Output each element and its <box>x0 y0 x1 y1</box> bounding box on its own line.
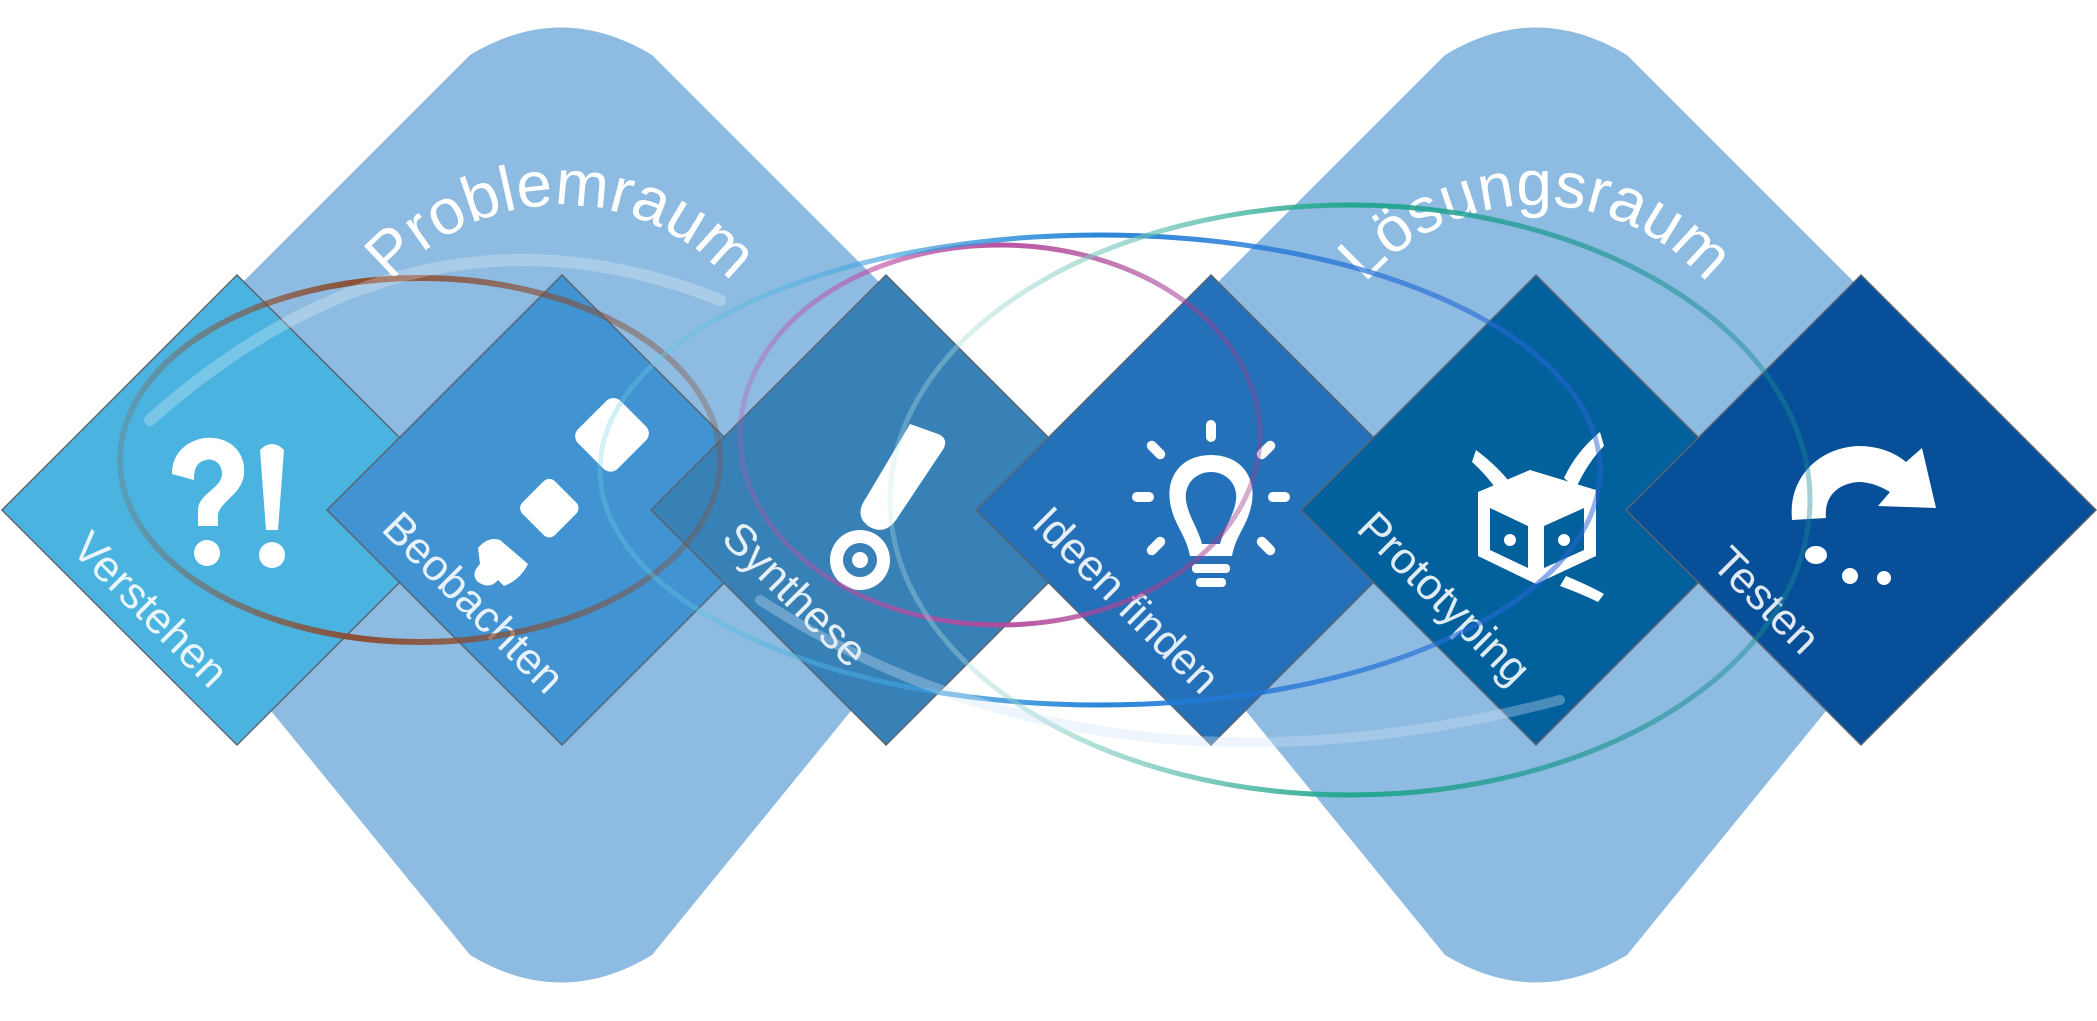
step-diamond-ideen-finden <box>974 273 1448 747</box>
question-exclamation-icon <box>172 437 285 568</box>
loop-synthese-ideen <box>737 242 1263 628</box>
binoculars-icon <box>474 397 649 586</box>
step-diamond-testen <box>1624 273 2097 747</box>
loop-highlight <box>144 254 726 426</box>
loop-beobachten-prototyping <box>597 232 1603 708</box>
iteration-loops <box>117 202 1813 798</box>
light-bulb-icon <box>1132 420 1290 587</box>
loop-verstehen-synthese <box>117 275 723 645</box>
pen-brush-icon <box>830 424 946 590</box>
loop-synthese-testen <box>887 202 1813 798</box>
curved-arrow-icon <box>1791 446 1936 585</box>
step-diamond-verstehen <box>0 273 474 747</box>
step-synthese: Synthese <box>649 273 1123 747</box>
loop-highlight-2 <box>755 595 1565 748</box>
